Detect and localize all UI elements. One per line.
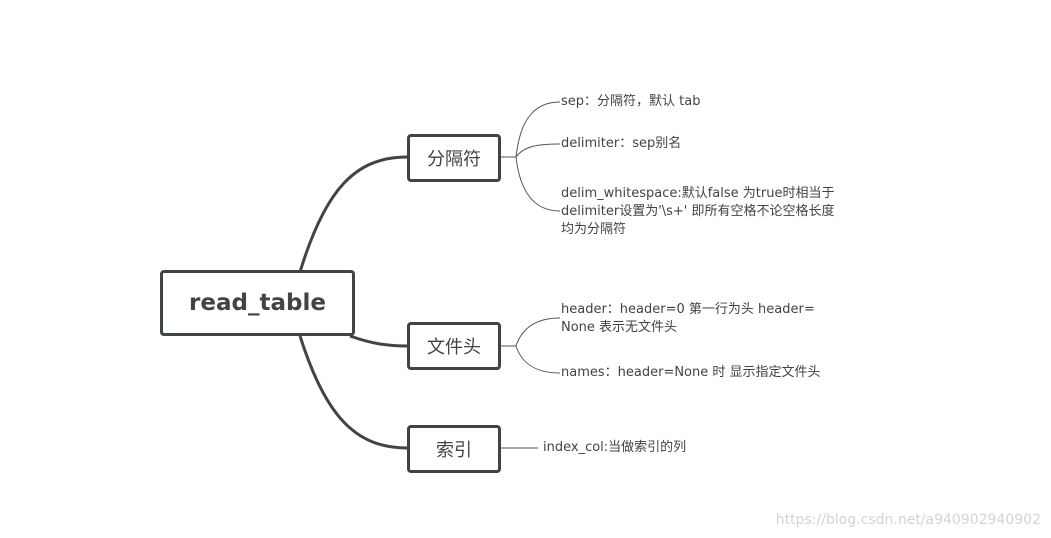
leaf-sep-line-1: sep：分隔符，默认 tab: [561, 94, 701, 109]
leaf-names[interactable]: names：header=None 时 显示指定文件头: [561, 364, 821, 382]
root-node-label: read_table: [189, 290, 326, 316]
leaf-delimiter-line-1: delimiter：sep别名: [561, 136, 682, 151]
leaf-delim-whitespace-line-2: delimiter设置为'\s+' 即所有空格不论空格长度: [561, 204, 835, 219]
leaf-header-line-1: header：header=0 第一行为头 header=: [561, 302, 815, 317]
connector-root-to-separator: [298, 155, 408, 273]
leaf-names-line-1: names：header=None 时 显示指定文件头: [561, 365, 821, 380]
leaf-index-col-line-1: index_col:当做索引的列: [543, 440, 687, 455]
leaf-header[interactable]: header：header=0 第一行为头 header= None 表示无文件…: [561, 301, 815, 337]
connector-header-names: [515, 345, 561, 374]
leaf-sep[interactable]: sep：分隔符，默认 tab: [561, 93, 700, 111]
branch-node-index[interactable]: 索引: [407, 425, 501, 473]
leaf-delimiter[interactable]: delimiter：sep别名: [561, 135, 681, 153]
leaf-index-col[interactable]: index_col:当做索引的列: [543, 439, 686, 457]
connector-root-to-index: [298, 335, 408, 450]
connector-separator-sep: [515, 101, 561, 158]
branch-node-separator[interactable]: 分隔符: [407, 134, 501, 182]
leaf-header-line-2: None 表示无文件头: [561, 320, 678, 335]
branch-node-index-label: 索引: [436, 440, 472, 461]
connector-separator-delim-whitespace: [515, 156, 561, 212]
leaf-delim-whitespace-line-1: delim_whitespace:默认false 为true时相当于: [561, 186, 835, 201]
connector-separator-delimiter: [515, 143, 561, 158]
root-node[interactable]: read_table: [160, 270, 355, 336]
connector-header-header: [515, 317, 561, 347]
branch-node-header[interactable]: 文件头: [407, 322, 501, 370]
leaf-delim-whitespace-line-3: 均为分隔符: [561, 222, 627, 237]
branch-node-separator-label: 分隔符: [427, 149, 481, 170]
leaf-delim-whitespace[interactable]: delim_whitespace:默认false 为true时相当于 delim…: [561, 185, 835, 239]
connector-root-to-header: [349, 334, 408, 348]
branch-node-header-label: 文件头: [427, 337, 481, 358]
watermark-text: https://blog.csdn.net/a940902940902: [775, 512, 1041, 528]
